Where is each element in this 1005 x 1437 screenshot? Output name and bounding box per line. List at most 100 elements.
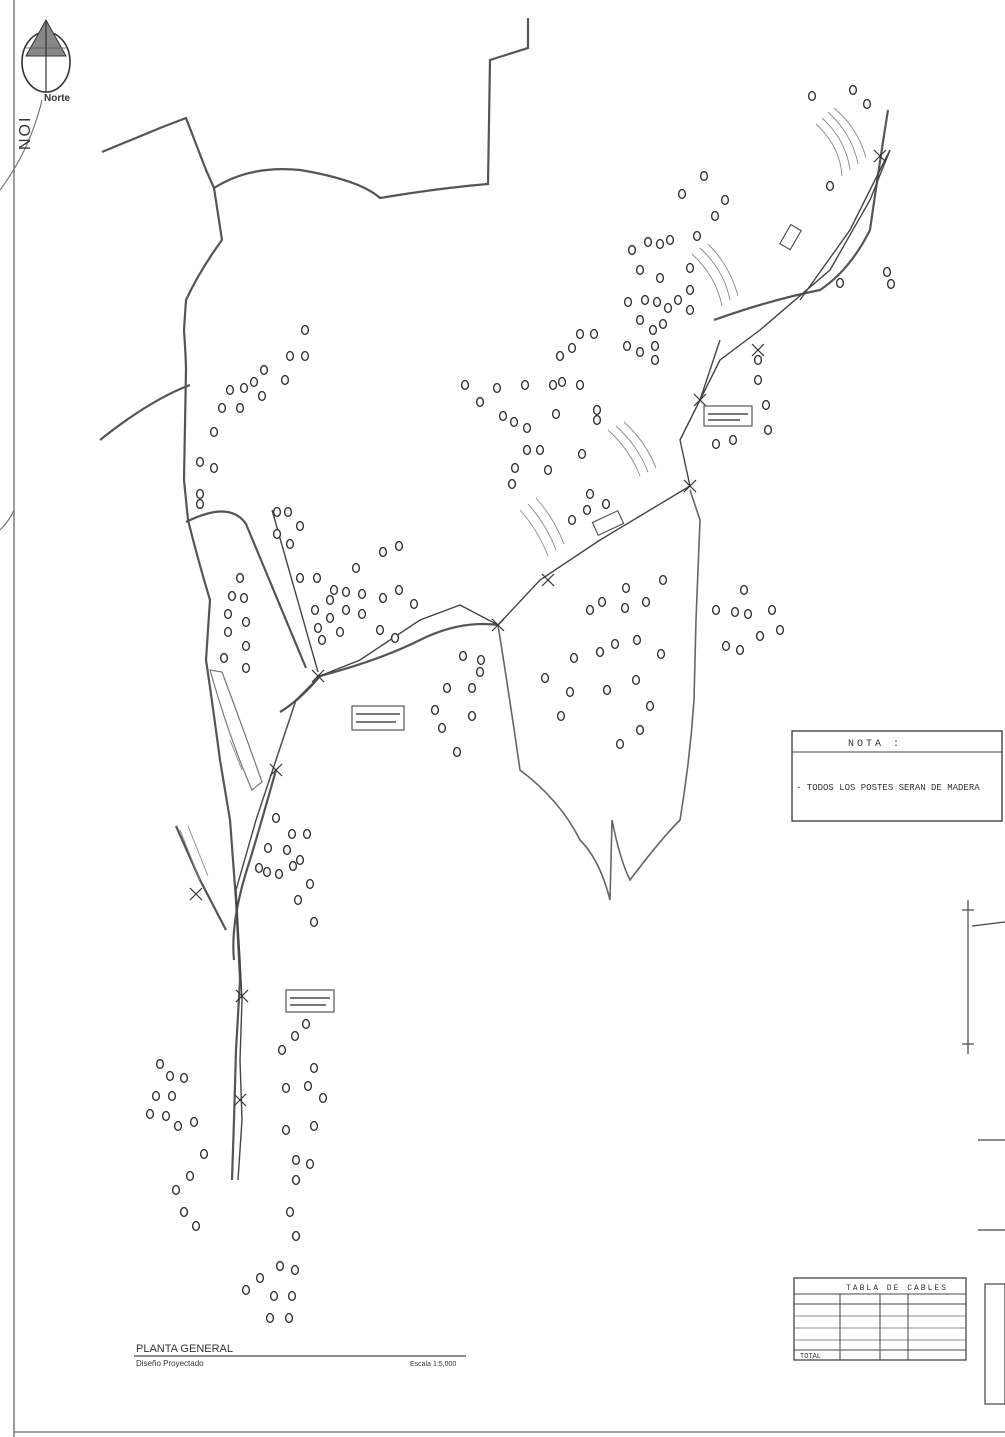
house-marker <box>601 498 611 510</box>
house-marker <box>325 594 335 606</box>
plan-scale: Escala 1:5,000 <box>410 1361 456 1368</box>
house-marker <box>711 438 721 450</box>
house-marker <box>171 1184 181 1196</box>
house-marker <box>305 1158 315 1170</box>
house-marker <box>743 608 753 620</box>
house-marker <box>452 746 462 758</box>
house-marker <box>577 448 587 460</box>
house-marker <box>351 562 361 574</box>
house-marker <box>310 604 320 616</box>
house-marker <box>378 592 388 604</box>
house-marker <box>275 1260 285 1272</box>
house-marker <box>295 854 305 866</box>
house-marker <box>655 272 665 284</box>
house-marker <box>288 860 298 872</box>
north-label: Norte <box>44 93 71 104</box>
pole-marker <box>541 573 555 587</box>
pole-marker <box>235 989 249 1003</box>
house-marker <box>241 640 251 652</box>
house-marker <box>658 574 668 586</box>
house-marker <box>309 1120 319 1132</box>
house-marker <box>195 498 205 510</box>
house-marker <box>285 1206 295 1218</box>
house-marker <box>615 738 625 750</box>
house-marker <box>394 584 404 596</box>
house-marker <box>460 379 470 391</box>
house-marker <box>390 632 400 644</box>
house-marker <box>287 828 297 840</box>
house-marker <box>295 572 305 584</box>
house-marker <box>290 1264 300 1276</box>
pole-marker <box>873 149 887 163</box>
house-marker <box>735 644 745 656</box>
house-marker <box>199 1148 209 1160</box>
house-marker <box>241 662 251 674</box>
house-marker <box>227 590 237 602</box>
house-marker <box>595 646 605 658</box>
cable-table: TABLA DE CABLES TOTAL <box>793 1277 967 1361</box>
house-marker <box>301 1018 311 1030</box>
house-marker <box>623 296 633 308</box>
house-marker <box>239 382 249 394</box>
house-marker <box>635 314 645 326</box>
house-marker <box>685 284 695 296</box>
slope-hatching <box>179 107 867 881</box>
house-marker <box>540 672 550 684</box>
house-marker <box>589 328 599 340</box>
house-marker <box>284 1312 294 1324</box>
house-marker <box>291 1230 301 1242</box>
house-marker <box>567 514 577 526</box>
pole-marker <box>491 618 505 632</box>
house-marker <box>290 1030 300 1042</box>
house-marker <box>437 722 447 734</box>
house-marker <box>652 296 662 308</box>
house-marker <box>635 346 645 358</box>
house-marker <box>721 640 731 652</box>
note-text: - TODOS LOS POSTES SERAN DE MADERA <box>796 783 980 793</box>
house-marker <box>565 686 575 698</box>
house-marker <box>585 604 595 616</box>
house-marker <box>375 624 385 636</box>
house-marker <box>274 868 284 880</box>
house-marker <box>257 390 267 402</box>
house-marker <box>551 408 561 420</box>
house-marker <box>665 234 675 246</box>
house-marker <box>165 1070 175 1082</box>
house-marker <box>739 584 749 596</box>
house-marker <box>535 444 545 456</box>
pole-marker <box>693 393 707 407</box>
house-marker <box>556 710 566 722</box>
house-marker <box>882 266 892 278</box>
house-marker <box>635 264 645 276</box>
house-marker <box>569 652 579 664</box>
house-marker <box>557 376 567 388</box>
house-marker <box>848 84 858 96</box>
house-marker <box>648 324 658 336</box>
house-marker <box>341 586 351 598</box>
house-markers <box>145 84 896 1324</box>
house-marker <box>241 616 251 628</box>
house-marker <box>640 294 650 306</box>
pole-marker <box>683 479 697 493</box>
house-marker <box>341 604 351 616</box>
house-marker <box>302 828 312 840</box>
house-marker <box>753 374 763 386</box>
house-marker <box>710 210 720 222</box>
house-marker <box>179 1072 189 1084</box>
house-marker <box>621 582 631 594</box>
house-marker <box>239 592 249 604</box>
house-marker <box>627 244 637 256</box>
house-marker <box>293 894 303 906</box>
house-marker <box>318 1092 328 1104</box>
house-marker <box>610 638 620 650</box>
house-marker <box>498 410 508 422</box>
house-marker <box>467 710 477 722</box>
house-marker <box>507 478 517 490</box>
house-marker <box>622 340 632 352</box>
house-marker <box>223 608 233 620</box>
house-marker <box>223 626 233 638</box>
house-marker <box>191 1220 201 1232</box>
house-marker <box>272 506 282 518</box>
